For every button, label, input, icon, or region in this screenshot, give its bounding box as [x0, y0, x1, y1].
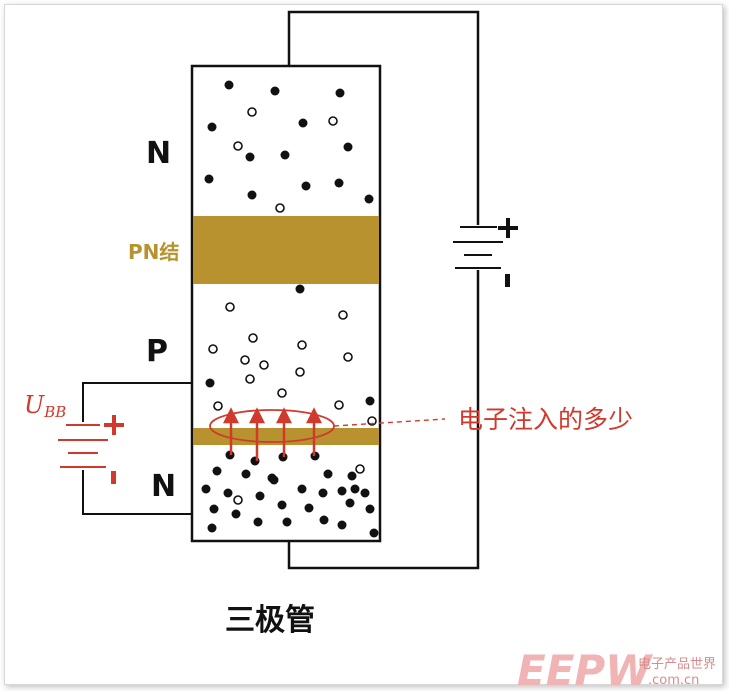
watermark-domain: .com.cn: [648, 673, 699, 688]
label-n-top: N: [146, 136, 171, 171]
watermark-brand: EEPW: [517, 646, 654, 691]
base-minus: [111, 471, 116, 484]
pn-junction-band: [193, 216, 379, 284]
p-region-electrons: [205, 284, 375, 406]
base-wire-top: [82, 382, 192, 422]
n-top-holes: [233, 107, 338, 213]
label-pn-junction: PN结: [128, 240, 179, 264]
n-bottom-electrons: [201, 450, 379, 538]
emitter-junction-band: [193, 428, 379, 445]
base-wire-bottom: [82, 470, 192, 515]
collector-wire-bottom: [287, 270, 480, 570]
collector-battery: [453, 218, 518, 287]
watermark-tagline: 电子产品世界: [638, 657, 716, 672]
collector-plus-v: [506, 218, 510, 238]
collector-minus: [505, 274, 510, 287]
label-ubb: UBB: [24, 391, 66, 421]
p-region-holes: [208, 302, 377, 505]
label-n-bottom: N: [151, 469, 176, 504]
diagram-title: 三极管: [225, 603, 315, 638]
base-plus-v: [112, 415, 116, 435]
n-top-electrons: [204, 80, 374, 204]
collector-wire-top: [287, 10, 480, 225]
base-battery: [58, 415, 124, 484]
annotation-leader: [333, 418, 446, 427]
annotation-text: 电子注入的多少: [458, 405, 633, 434]
label-p-region: P: [146, 334, 168, 369]
